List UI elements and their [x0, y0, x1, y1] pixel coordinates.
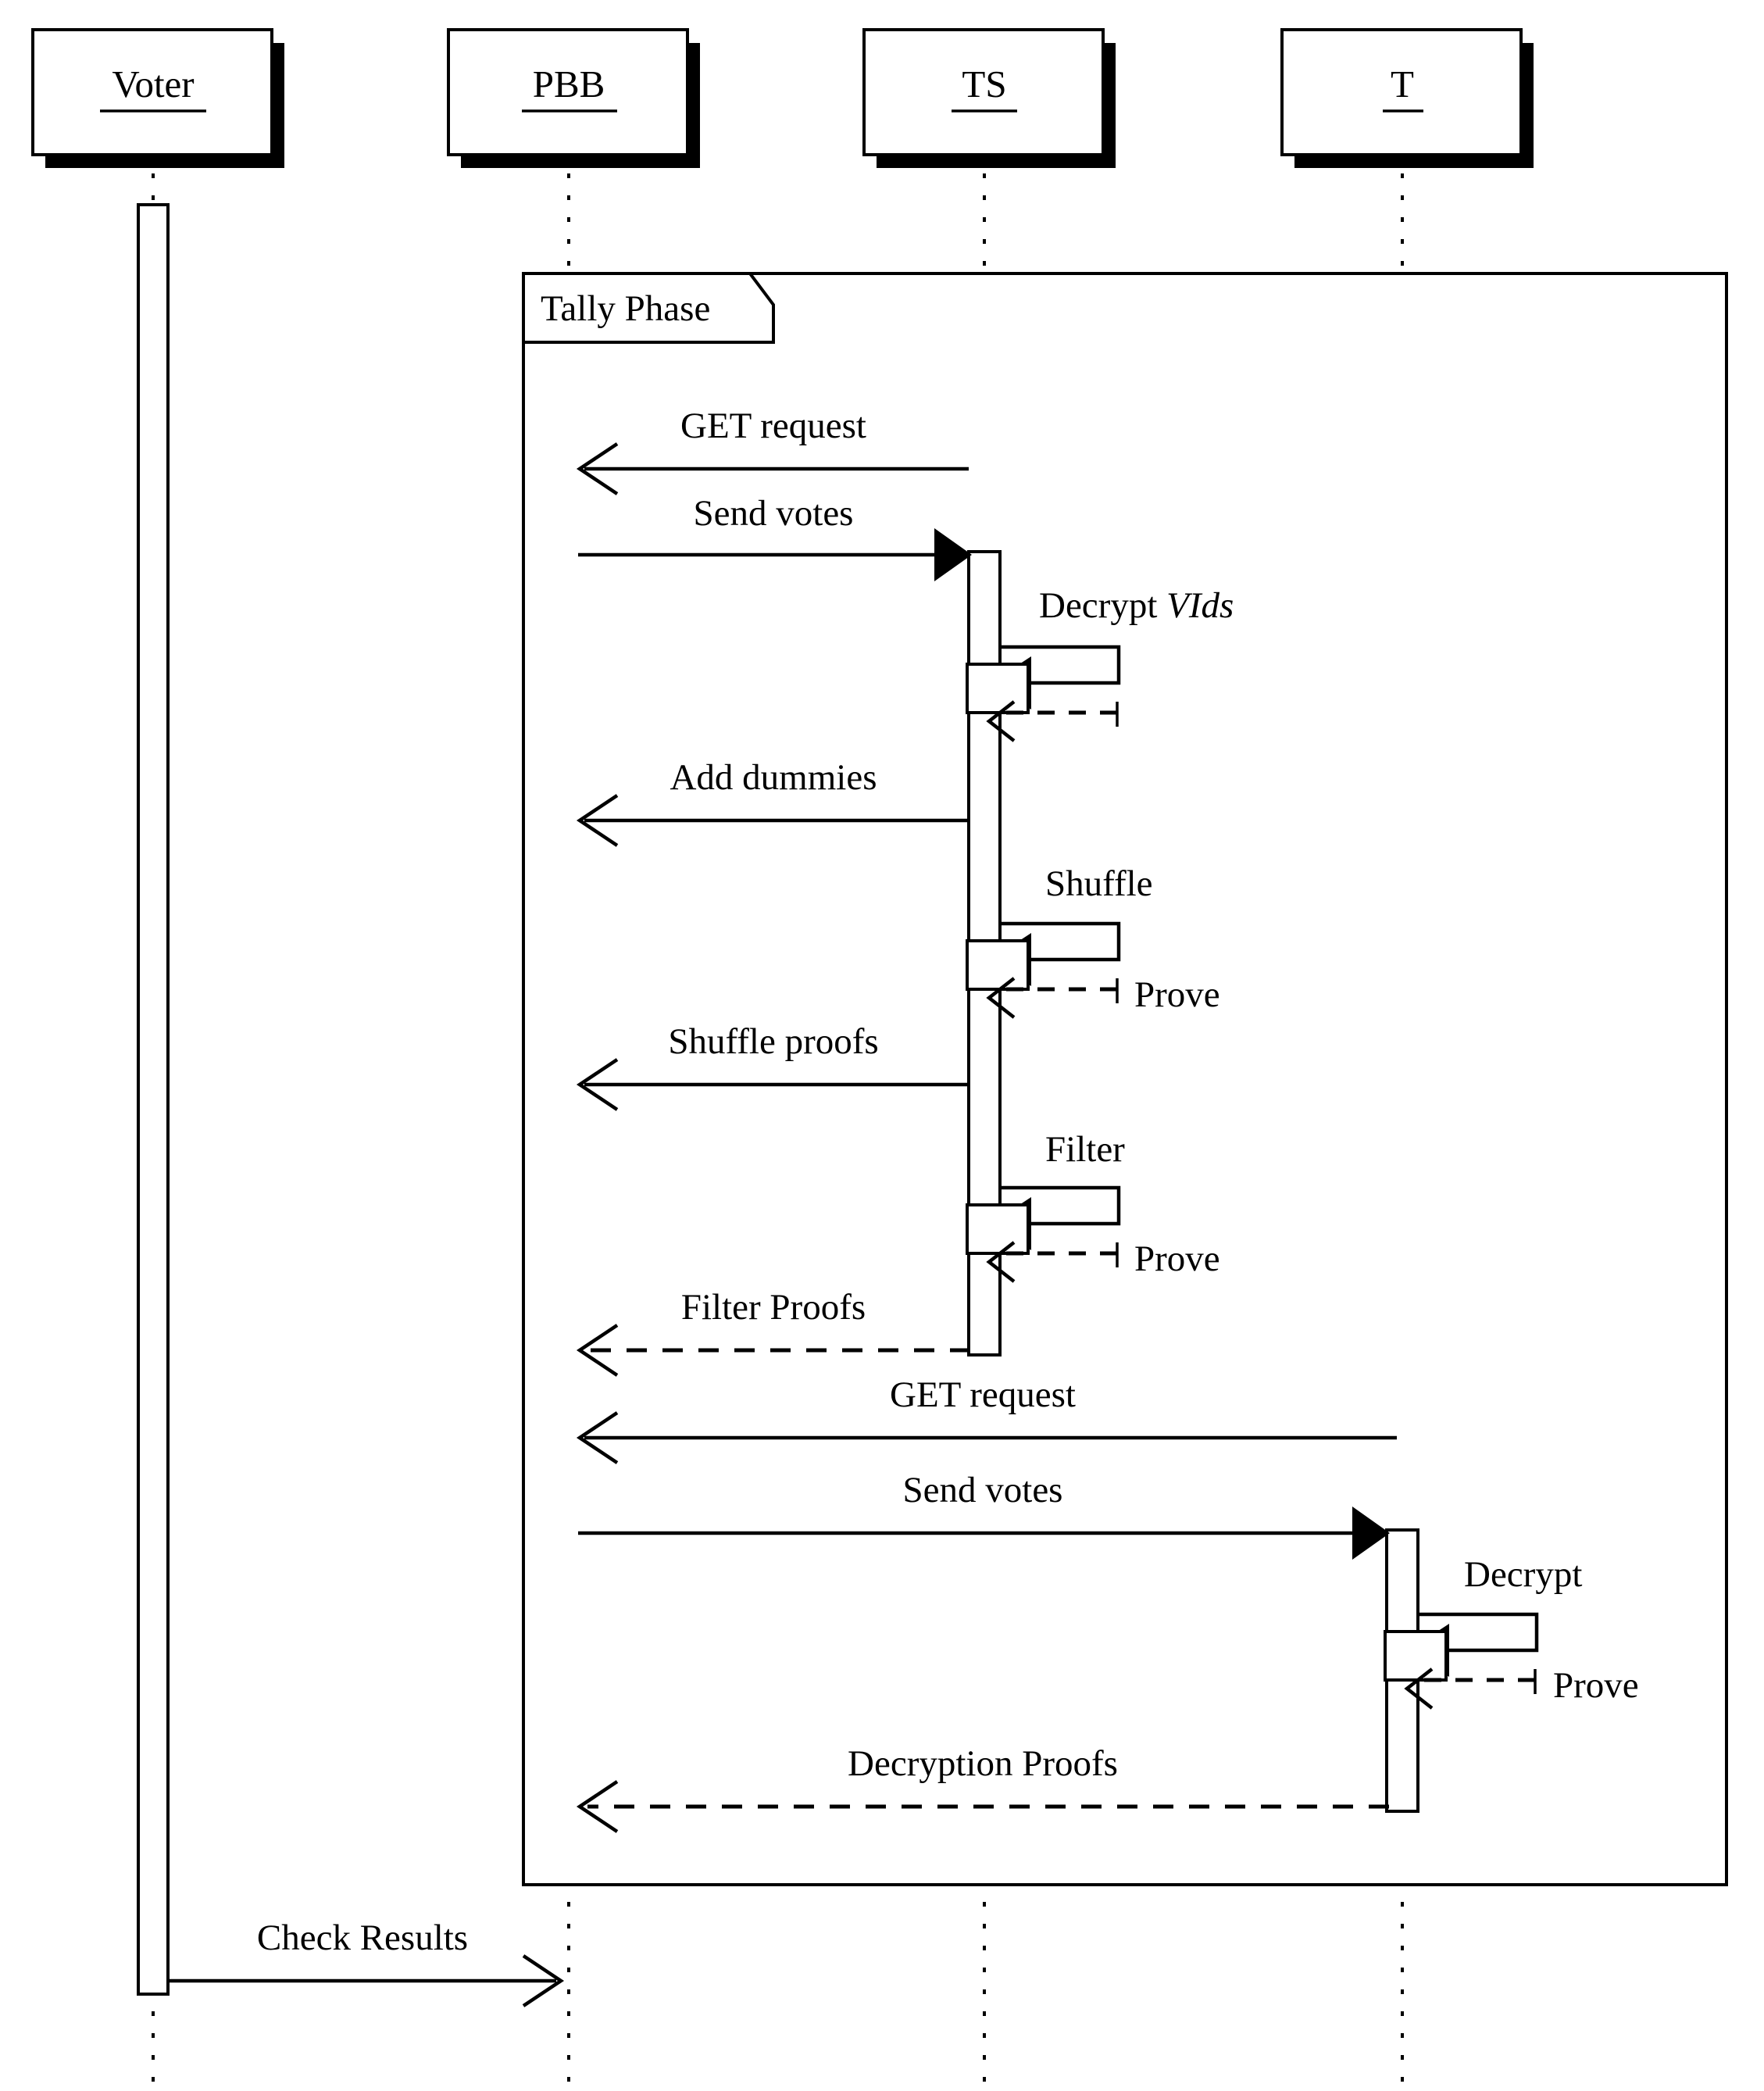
- selfcall-loop-4: [1418, 1612, 1539, 1653]
- arrowhead-open-9: [986, 1241, 1016, 1283]
- arrowhead-open-1: [576, 442, 619, 495]
- arrowhead-open-8: [576, 1058, 619, 1111]
- message-label-check-results: Check Results: [257, 1918, 468, 1958]
- message-label-get-request-2: GET request: [890, 1374, 1076, 1415]
- selfbox-decrypt: [1384, 1630, 1448, 1682]
- arrowhead-open-6: [986, 977, 1016, 1019]
- message-get-request-ts-pbb[interactable]: GET request: [576, 406, 969, 495]
- message-label-decrypt-vids: Decrypt VIds: [1039, 585, 1234, 626]
- message-decryption-proofs[interactable]: Decryption Proofs: [576, 1743, 1389, 1833]
- tally-phase-fragment: Tally Phase: [522, 272, 1728, 1886]
- arrowhead-open-12: [576, 1411, 619, 1464]
- message-shuffle-self[interactable]: Shuffle Prove: [966, 863, 1220, 1019]
- message-filter-self[interactable]: Filter Prove: [966, 1129, 1220, 1283]
- message-get-request-t-pbb[interactable]: GET request: [576, 1374, 1397, 1464]
- message-shuffle-proofs[interactable]: Shuffle proofs: [576, 1021, 969, 1111]
- decrypt-word: Decrypt: [1039, 585, 1166, 626]
- message-decrypt-vids-self[interactable]: Decrypt VIds: [966, 585, 1234, 742]
- message-label-filter-proofs: Filter Proofs: [681, 1287, 866, 1328]
- message-decrypt-self[interactable]: Decrypt Prove: [1384, 1554, 1639, 1710]
- message-check-results[interactable]: Check Results: [169, 1918, 565, 2007]
- voter-label: Voter: [112, 63, 194, 105]
- message-label-prove-3: Prove: [1553, 1665, 1639, 1706]
- participant-pbb[interactable]: PBB: [447, 28, 700, 168]
- message-label-send-votes-1: Send votes: [694, 493, 854, 534]
- message-send-votes-pbb-t[interactable]: Send votes: [578, 1470, 1390, 1560]
- selfcall-loop-3: [1000, 1185, 1121, 1226]
- message-label-decrypt: Decrypt: [1464, 1554, 1582, 1595]
- message-add-dummies[interactable]: Add dummies: [576, 757, 969, 847]
- message-label-send-votes-2: Send votes: [903, 1470, 1063, 1510]
- vids-italic: VIds: [1166, 585, 1234, 626]
- arrowhead-open-16: [576, 1780, 619, 1833]
- arrowhead-filled-2: [934, 528, 972, 581]
- t-box: [1280, 28, 1523, 156]
- t-label: T: [1391, 63, 1414, 105]
- activation-voter: [137, 203, 170, 1996]
- message-label-prove-2: Prove: [1134, 1239, 1220, 1279]
- participant-t[interactable]: T: [1280, 28, 1534, 168]
- message-label-shuffle-proofs: Shuffle proofs: [668, 1021, 878, 1062]
- message-label-filter: Filter: [1045, 1129, 1125, 1170]
- selfbox-shuffle: [966, 939, 1030, 991]
- message-label-get-request-1: GET request: [680, 406, 866, 446]
- fragment-label: Tally Phase: [541, 288, 710, 329]
- fragment-tab: [522, 272, 775, 344]
- message-filter-proofs[interactable]: Filter Proofs: [576, 1287, 970, 1377]
- selfcall-loop-1: [1000, 645, 1121, 685]
- message-label-add-dummies: Add dummies: [670, 757, 877, 798]
- message-label-prove-1: Prove: [1134, 974, 1220, 1015]
- pbb-box: [447, 28, 689, 156]
- arrowhead-open-5: [576, 794, 619, 847]
- ts-box: [862, 28, 1105, 156]
- arrowhead-filled-13: [1352, 1507, 1390, 1560]
- ts-label: TS: [962, 63, 1006, 105]
- selfcall-loop-2: [1000, 921, 1121, 962]
- participant-ts[interactable]: TS: [862, 28, 1116, 168]
- arrowhead-open-17: [522, 1954, 565, 2007]
- selfbox-decrypt-vids: [966, 663, 1030, 714]
- fragment-border: [522, 272, 1728, 1886]
- message-label-decryption-proofs: Decryption Proofs: [848, 1743, 1118, 1784]
- arrowhead-open-14: [1404, 1667, 1434, 1710]
- participant-voter[interactable]: Voter: [31, 28, 284, 168]
- voter-box: [31, 28, 273, 156]
- message-send-votes-pbb-ts[interactable]: Send votes: [578, 493, 972, 581]
- selfbox-filter: [966, 1203, 1030, 1255]
- arrowhead-open-11: [576, 1324, 619, 1377]
- message-label-shuffle: Shuffle: [1045, 863, 1153, 904]
- pbb-label: PBB: [533, 63, 605, 105]
- arrowhead-open-3: [986, 700, 1016, 742]
